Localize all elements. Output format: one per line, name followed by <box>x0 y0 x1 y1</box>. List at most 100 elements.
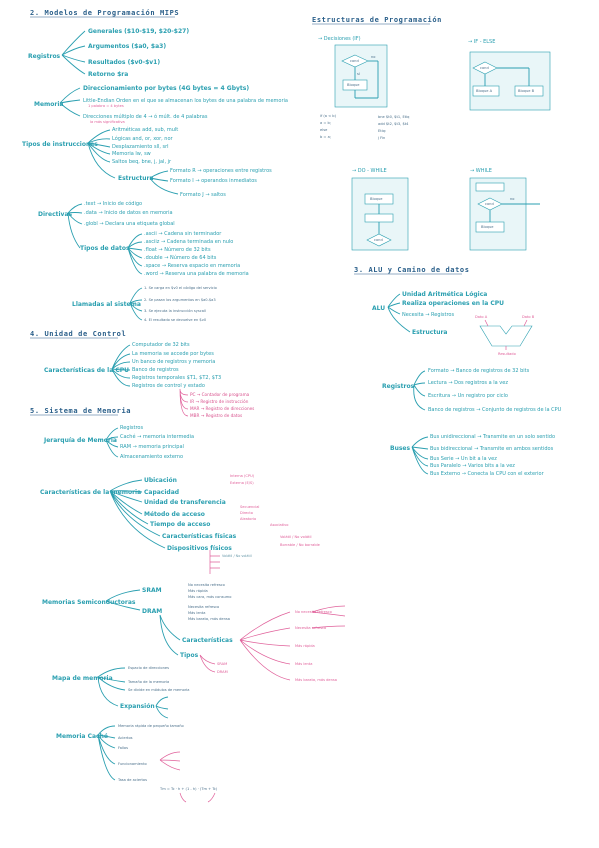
mapa-item-1: Tamaño de la memoria <box>127 680 169 684</box>
alu-in-b: Dato B <box>522 315 535 319</box>
cpu-item-2: Un banco de registros y memoria <box>132 359 215 365</box>
cache-item-0: Memoria rápida de pequeño tamaño <box>118 724 184 728</box>
cache-label: Memoria Caché <box>56 733 108 740</box>
cpu-item-5: Registros de control y estado <box>132 383 205 389</box>
caract2-label: Características <box>182 637 233 644</box>
formato-r: Formato R → operaciones entre registros <box>170 168 272 174</box>
code-a-3: b = a; <box>320 135 331 139</box>
sram-label: SRAM <box>142 587 162 594</box>
sec5-title: 5. Sistema de Memoria <box>30 407 131 415</box>
cm-item-6: Dispositivos físicos <box>167 545 232 552</box>
alu-item-0: Unidad Aritmética Lógica <box>402 291 487 298</box>
code-a-2: else <box>320 128 328 132</box>
bus-item-4: Bus Externo → Conecta la CPU con el exte… <box>430 471 545 477</box>
pink-item-3: MBR → Registro de datos <box>190 413 242 418</box>
ifelse-frame <box>469 51 551 111</box>
bus-item-3: Bus Paralelo → Varios bits a la vez <box>430 463 515 469</box>
reg-item-2: Resultados ($v0-$v1) <box>88 59 160 66</box>
mem-sub-0: 1 palabra = 4 bytes <box>88 104 124 108</box>
code-b-2: Etiq: <box>378 129 386 133</box>
cache-item-4: Tasa de aciertos <box>117 778 147 782</box>
cm-pink-2: Secuencial <box>240 505 259 509</box>
cache-item-2: Fallos <box>118 746 128 750</box>
sec4-title: 4. Unidad de Control <box>30 330 126 338</box>
rg-item-0: Formato → Banco de registros de 32 bits <box>428 368 530 374</box>
if-si: sí <box>357 72 361 76</box>
cache-item-3: Funcionamiento <box>118 762 147 766</box>
cm-pink-7: Borrable / No borrable <box>280 543 321 547</box>
tipo-item-1: Lógicas and, or, xor, nor <box>112 135 174 142</box>
ifelse-block-b-text: Bloque B <box>518 89 535 93</box>
mem-item-0: Direccionamiento por bytes (4G bytes = 4… <box>83 85 249 92</box>
mapa-item-0: Espacio de direcciones <box>128 666 169 670</box>
pink-item-0: PC → Contador de programa <box>190 392 250 397</box>
caract-cpu-label: Características de la CPU <box>44 367 129 374</box>
alu-shape <box>479 325 533 347</box>
alu-item-3: Estructura <box>412 329 447 336</box>
bus-item-1: Bus bidireccional → Transmite en ambos s… <box>430 446 554 452</box>
ll-item-0: 1. Se carga en $v0 el código del servici… <box>144 286 217 290</box>
ll-item-2: 3. Se ejecuta la instrucción syscall <box>144 309 206 313</box>
ifelse-block-a-text: Bloque A <box>476 89 493 93</box>
cm-pink-1: Externa (E/S) <box>230 481 254 485</box>
car-pink-0: No necesita refresco <box>295 610 332 614</box>
cm-item-3: Método de acceso <box>144 511 205 518</box>
alu-label: ALU <box>372 305 385 312</box>
dowhile-label: → DO - WHILE <box>352 168 387 174</box>
reg-item-1: Argumentos ($a0, $a3) <box>88 43 166 50</box>
dir-item-1: .data → Inicio de datos en memoria <box>84 210 173 216</box>
if-no: no <box>371 55 375 59</box>
cache-formula: Tm = Tc · h + (1 - h) · (Tm + Tc) <box>159 787 218 791</box>
ll-item-3: 4. El resultado se devuelve en $v0 <box>144 318 207 322</box>
dram-label: DRAM <box>142 608 162 615</box>
llamadas-label: Llamadas al sistema <box>72 301 141 308</box>
while-cond-text: cond <box>485 202 494 206</box>
rg-item-2: Escritura → Un registro por ciclo <box>428 393 508 399</box>
semicond-label: Memorias Semiconductoras <box>42 599 136 606</box>
cm-pink-5: Asociativo <box>270 523 288 527</box>
registros-label: Registros <box>28 53 61 60</box>
car-pink-2: Más rápida <box>295 644 315 648</box>
tipo-pink-0: SRAM <box>217 662 227 666</box>
reg-item-0: Generales ($10-$19, $20-$27) <box>88 28 189 35</box>
td-item-3: .double → Número de 64 bits <box>144 254 217 261</box>
mapa-label: Mapa de memoria <box>52 675 113 682</box>
jer-item-2: RAM → memoria principal <box>120 444 184 450</box>
ll-item-1: 2. Se pasan los argumentos en $a0-$a3 <box>144 298 216 302</box>
cm-pink-3: Directo <box>240 511 253 515</box>
cache-item-1: Aciertos <box>118 736 133 740</box>
cpu-item-3: Banco de registros <box>132 367 179 373</box>
code-b-1: add $t2, $t3, $t4 <box>378 122 409 126</box>
car-pink-4: Más barata, más densa <box>295 678 337 682</box>
dram-item-0: Necesita refresco <box>188 605 219 609</box>
directivas-label: Directivas <box>38 211 73 218</box>
cm-item-1: Capacidad <box>144 489 179 496</box>
ifelse-label: → IF - ELSE <box>468 39 495 45</box>
mapa-item-2: Se divide en módulos de memoria <box>128 688 190 692</box>
tipos-datos-label: Tipos de datos <box>80 245 130 252</box>
dowhile-cond-diamond <box>366 233 392 247</box>
reg-item-3: Retorno $ra <box>88 71 128 78</box>
code-b-3: j Fin <box>377 136 385 140</box>
sec2-title: Estructuras de Programación <box>312 16 442 24</box>
alu-out: Resultado <box>498 352 516 356</box>
alu-in-a: Dato A <box>475 315 488 319</box>
tipos5-label: Tipos <box>180 652 199 659</box>
while-label: → WHILE <box>470 168 492 174</box>
cm-pink-4: Aleatorio <box>240 517 256 521</box>
mem-item-2: Direcciones múltiplo de 4 → ó múlt. de 4… <box>83 113 208 120</box>
cm-item-2: Unidad de transferencia <box>144 499 226 506</box>
tipo-item-3: Memoria lw, sw <box>112 151 151 157</box>
pink-item-1: IR → Registro de instrucción <box>190 399 249 404</box>
while-block-text: Bloque <box>481 225 494 229</box>
cm-item-4: Tiempo de acceso <box>150 521 210 528</box>
mem-sub-1: la más significativa <box>90 120 125 124</box>
pink-item-2: MAR → Registro de direcciones <box>190 406 254 411</box>
tipos-label: Tipos de instrucciones <box>22 141 98 148</box>
dram-item-2: Más barata, más densa <box>188 617 230 621</box>
cpu-item-0: Computador de 32 bits <box>132 342 190 348</box>
bus-item-0: Bus unidireccional → Transmite en un sol… <box>430 434 555 440</box>
car-pink-1: Necesita refresco <box>295 626 326 630</box>
cm-item-0: Ubicación <box>144 477 177 484</box>
buses-label: Buses <box>390 445 410 452</box>
